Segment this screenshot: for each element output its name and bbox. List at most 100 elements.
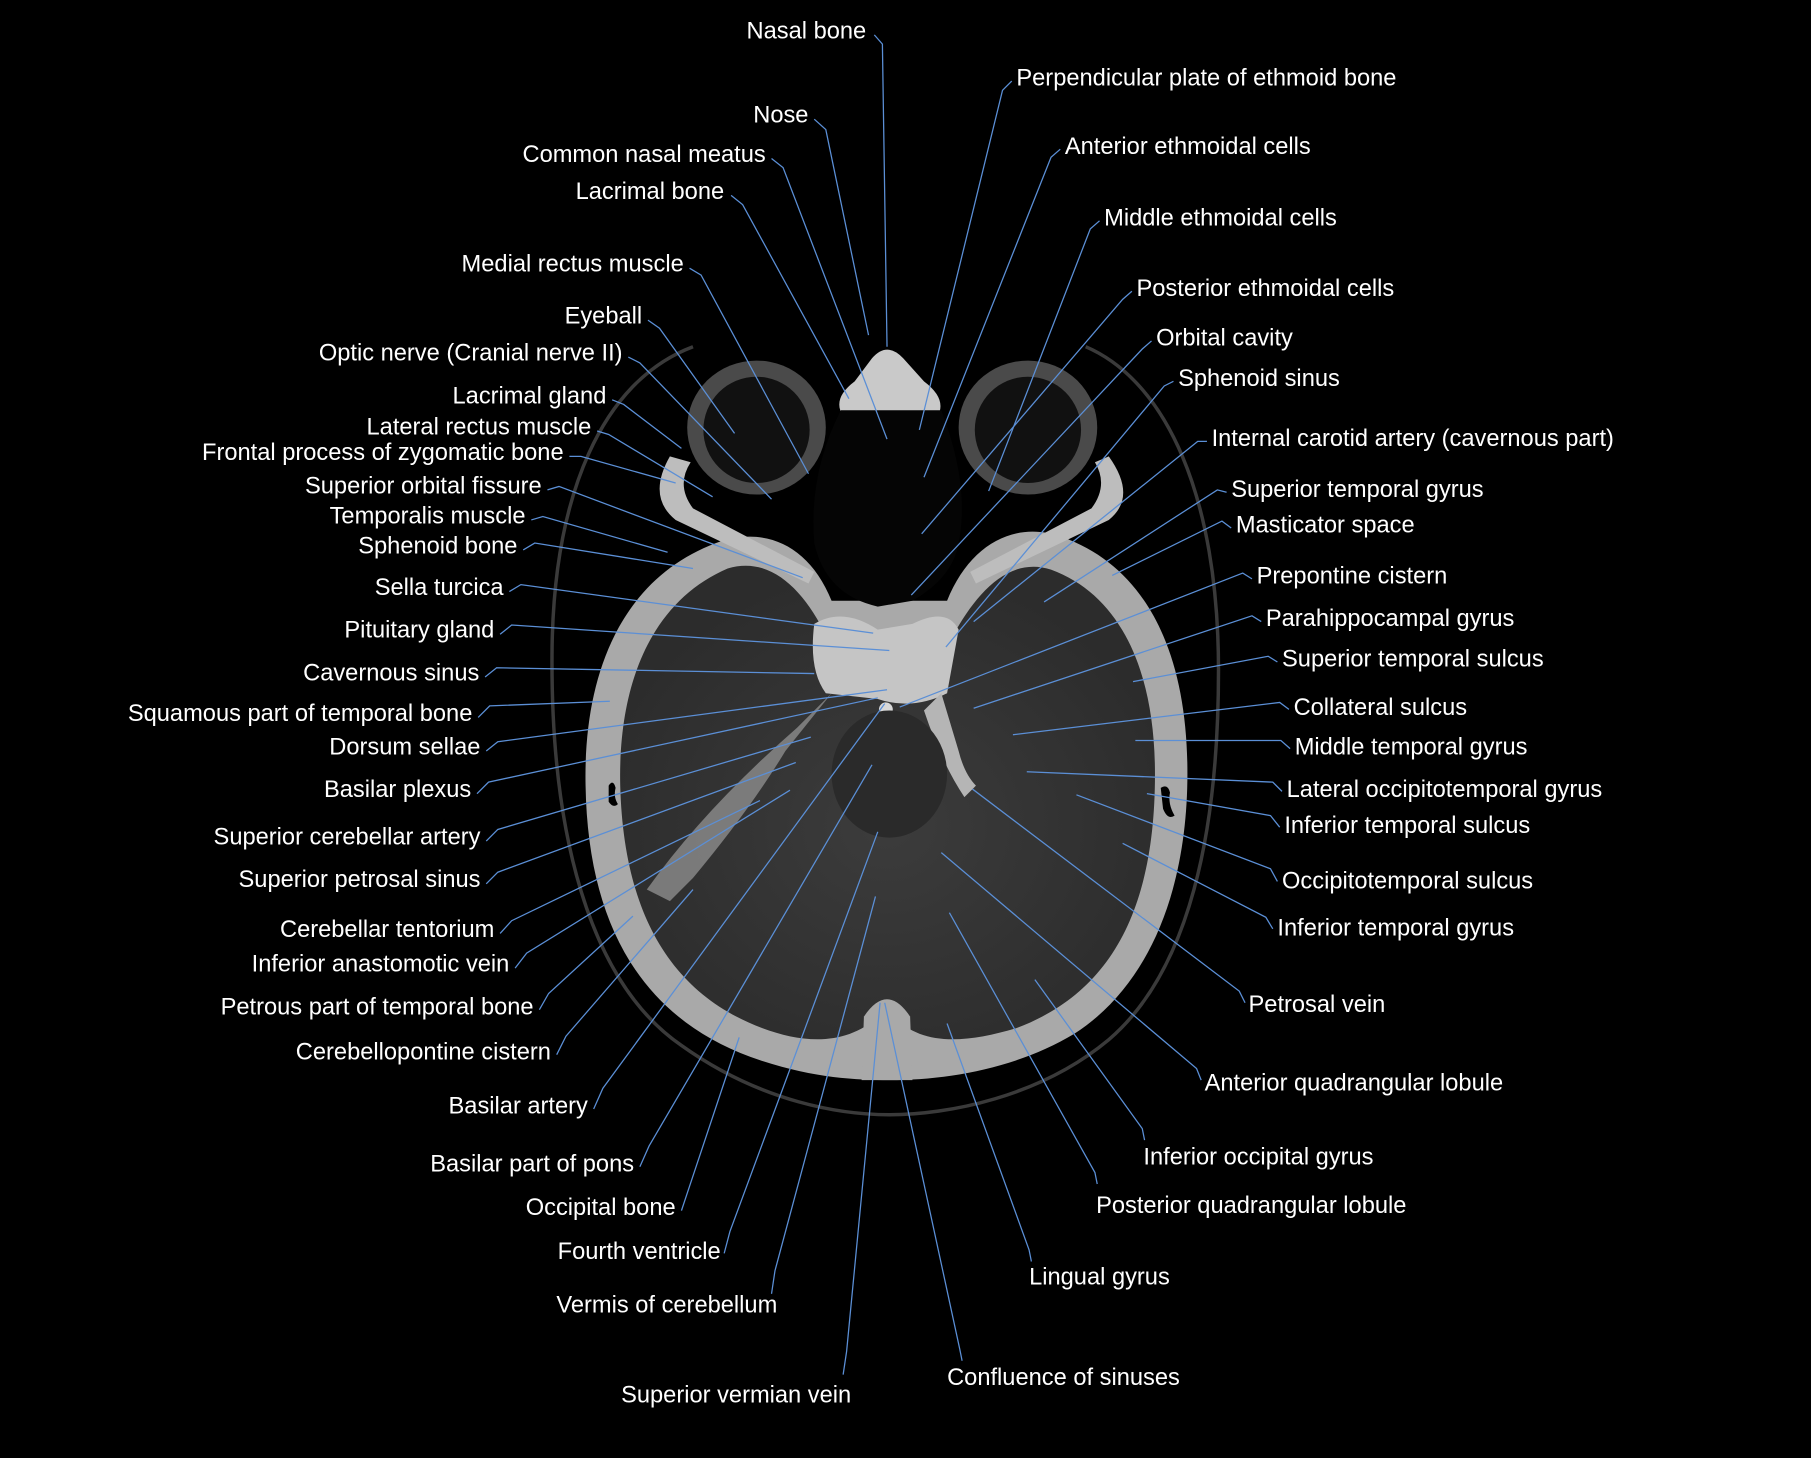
label-inferior-anastomotic-vein: Inferior anastomotic vein — [252, 952, 510, 978]
label-petrosal-vein: Petrosal vein — [1249, 992, 1386, 1018]
leader-line-perpendicular-plate-of-ethmoid-bone — [918, 80, 1013, 431]
leader-line-squamous-part-of-temporal-bone — [477, 700, 610, 718]
leader-line-sella-turcica — [509, 583, 874, 634]
label-cerebellopontine-cistern: Cerebellopontine cistern — [296, 1039, 551, 1065]
label-anterior-ethmoidal-cells: Anterior ethmoidal cells — [1065, 134, 1311, 160]
label-lingual-gyrus: Lingual gyrus — [1029, 1265, 1170, 1291]
left-mastoid-air — [608, 782, 618, 806]
right-petrous — [923, 693, 976, 798]
label-basilar-part-of-pons: Basilar part of pons — [430, 1151, 634, 1177]
label-frontal-process-of-zygomatic-bone: Frontal process of zygomatic bone — [202, 440, 564, 466]
leader-line-lacrimal-bone — [730, 194, 850, 399]
right-mastoid-air — [1160, 786, 1175, 817]
label-temporalis-muscle: Temporalis muscle — [330, 503, 526, 529]
label-eyeball: Eyeball — [565, 304, 643, 330]
label-squamous-part-of-temporal-bone: Squamous part of temporal bone — [128, 701, 473, 727]
leader-line-superior-petrosal-sinus — [485, 761, 796, 885]
leader-line-occipital-bone — [680, 1037, 740, 1211]
leader-line-sphenoid-sinus — [945, 380, 1174, 648]
leader-line-vermis-of-cerebellum — [770, 896, 877, 1294]
left-eyeball — [703, 376, 810, 483]
label-middle-ethmoidal-cells: Middle ethmoidal cells — [1104, 205, 1337, 231]
leader-line-inferior-anastomotic-vein — [514, 789, 791, 969]
label-masticator-space: Masticator space — [1236, 513, 1415, 539]
label-superior-orbital-fissure: Superior orbital fissure — [305, 473, 542, 499]
label-vermis-of-cerebellum: Vermis of cerebellum — [556, 1292, 777, 1318]
leader-line-common-nasal-meatus — [771, 157, 888, 440]
leader-line-superior-temporal-sulcus — [1132, 655, 1278, 683]
label-superior-temporal-sulcus: Superior temporal sulcus — [1282, 647, 1544, 673]
label-lateral-occipitotemporal-gyrus: Lateral occipitotemporal gyrus — [1287, 777, 1603, 803]
label-inferior-occipital-gyrus: Inferior occipital gyrus — [1143, 1144, 1373, 1170]
leader-line-occipitotemporal-sulcus — [1076, 794, 1278, 882]
sella-region — [812, 616, 959, 704]
label-pituitary-gland: Pituitary gland — [344, 618, 494, 644]
label-posterior-quadrangular-lobule: Posterior quadrangular lobule — [1096, 1193, 1406, 1219]
label-middle-temporal-gyrus: Middle temporal gyrus — [1295, 734, 1528, 760]
label-sphenoid-sinus: Sphenoid sinus — [1178, 366, 1340, 392]
leader-line-basilar-part-of-pons — [639, 764, 873, 1167]
leader-line-confluence-of-sinuses — [884, 1002, 963, 1361]
leader-line-masticator-space — [1111, 520, 1232, 576]
leader-line-cerebellopontine-cistern — [556, 889, 694, 1055]
label-occipitotemporal-sulcus: Occipitotemporal sulcus — [1282, 868, 1533, 894]
ethmoid-air — [813, 410, 962, 607]
leader-line-temporalis-muscle — [531, 515, 668, 553]
label-prepontine-cistern: Prepontine cistern — [1257, 563, 1448, 589]
leader-line-posterior-ethmoidal-cells — [921, 290, 1133, 535]
leader-line-superior-vermian-vein — [842, 1002, 881, 1375]
leader-line-anterior-ethmoidal-cells — [923, 148, 1061, 478]
label-collateral-sulcus: Collateral sulcus — [1294, 695, 1468, 721]
scalp-outline — [550, 345, 1221, 1117]
label-posterior-ethmoidal-cells: Posterior ethmoidal cells — [1136, 276, 1394, 302]
leader-line-lateral-rectus-muscle — [596, 430, 713, 498]
leader-line-cavernous-sinus — [484, 667, 815, 678]
leader-line-middle-ethmoidal-cells — [988, 220, 1100, 492]
leader-line-frontal-process-of-zygomatic-bone — [569, 455, 676, 484]
leader-line-cerebellar-tentorium — [499, 800, 761, 934]
label-parahippocampal-gyrus: Parahippocampal gyrus — [1266, 606, 1515, 632]
label-superior-temporal-gyrus: Superior temporal gyrus — [1231, 477, 1483, 503]
leader-line-middle-temporal-gyrus — [1135, 739, 1291, 750]
label-medial-rectus-muscle: Medial rectus muscle — [462, 252, 684, 278]
label-sella-turcica: Sella turcica — [375, 575, 505, 601]
label-basilar-artery: Basilar artery — [449, 1094, 589, 1120]
left-zygomatic — [659, 456, 815, 584]
leader-line-collateral-sulcus — [1012, 701, 1290, 736]
label-nasal-bone: Nasal bone — [747, 18, 867, 44]
leader-line-pituitary-gland — [499, 624, 890, 652]
leader-line-superior-temporal-gyrus — [1043, 489, 1227, 603]
label-optic-nerve-cranial-nerve-ii: Optic nerve (Cranial nerve II) — [319, 341, 623, 367]
label-occipital-bone: Occipital bone — [526, 1195, 676, 1221]
leader-line-orbital-cavity — [910, 340, 1152, 596]
leader-line-inferior-temporal-sulcus — [1146, 793, 1281, 828]
leader-line-prepontine-cistern — [899, 572, 1253, 708]
leader-line-petrous-part-of-temporal-bone — [538, 915, 634, 1010]
leader-line-petrosal-vein — [972, 788, 1246, 1004]
label-fourth-ventricle: Fourth ventricle — [558, 1239, 721, 1265]
leader-line-inferior-occipital-gyrus — [1034, 979, 1146, 1141]
pons — [831, 710, 948, 838]
label-sphenoid-bone: Sphenoid bone — [358, 533, 517, 559]
label-lacrimal-bone: Lacrimal bone — [576, 179, 725, 205]
label-nose: Nose — [753, 103, 808, 129]
label-dorsum-sellae: Dorsum sellae — [329, 734, 480, 760]
label-inferior-temporal-sulcus: Inferior temporal sulcus — [1284, 813, 1530, 839]
leader-line-eyeball — [647, 319, 736, 434]
leader-line-posterior-quadrangular-lobule — [948, 912, 1098, 1185]
label-basilar-plexus: Basilar plexus — [324, 777, 471, 803]
leader-lines — [476, 34, 1291, 1375]
leader-line-anterior-quadrangular-lobule — [940, 852, 1202, 1081]
leader-line-superior-orbital-fissure — [547, 485, 803, 579]
label-common-nasal-meatus: Common nasal meatus — [522, 142, 765, 168]
label-cavernous-sinus: Cavernous sinus — [303, 660, 479, 686]
leader-line-lacrimal-gland — [611, 399, 682, 449]
label-inferior-temporal-gyrus: Inferior temporal gyrus — [1277, 916, 1514, 942]
label-superior-vermian-vein: Superior vermian vein — [621, 1382, 851, 1408]
label-confluence-of-sinuses: Confluence of sinuses — [947, 1365, 1180, 1391]
label-orbital-cavity: Orbital cavity — [1156, 326, 1293, 352]
label-petrous-part-of-temporal-bone: Petrous part of temporal bone — [221, 994, 534, 1020]
label-perpendicular-plate-of-ethmoid-bone: Perpendicular plate of ethmoid bone — [1016, 66, 1396, 92]
